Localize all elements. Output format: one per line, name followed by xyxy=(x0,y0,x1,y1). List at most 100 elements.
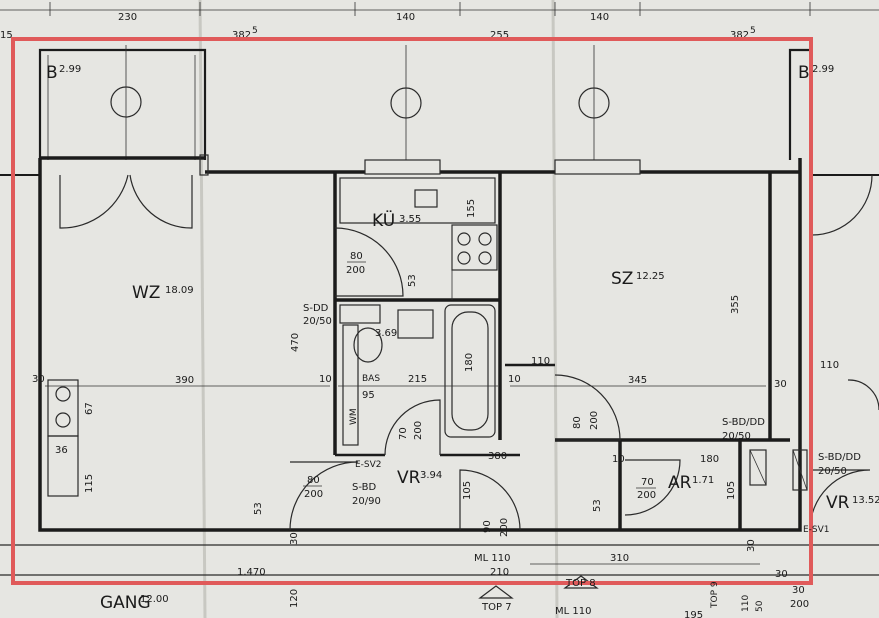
dim-470: 470 xyxy=(290,333,301,352)
dim-30a: 30 xyxy=(32,374,45,385)
door-entry-w: 80 xyxy=(307,475,320,486)
highlight-frame xyxy=(11,37,813,585)
door-vr-inner-w: 90 xyxy=(482,520,493,533)
room-labels: WZ 18.09 KÜ 3.55 SZ 12.25 BAS 3.69 VR 3.… xyxy=(100,209,879,613)
room-sz-area: 12.25 xyxy=(636,271,665,282)
dim-140b: 140 xyxy=(590,12,609,23)
label-top8: TOP 8 xyxy=(565,578,596,589)
room-vr-right-area: 13.52 xyxy=(852,495,879,506)
door-entry-type: S-BD xyxy=(352,482,376,493)
door-sz-h: 200 xyxy=(589,411,600,430)
dim-230: 230 xyxy=(118,12,137,23)
annotation-labels: S-DD 20/50 S-BD/DD 20/50 S-BD/DD 20/50 E… xyxy=(303,303,861,617)
bathroom-fixtures xyxy=(339,304,496,446)
dim-140: 140 xyxy=(396,12,415,23)
room-vr-right-label: VR xyxy=(826,493,850,513)
label-sbd-sz: S-BD/DD xyxy=(722,417,765,428)
balcony-left: B 2.99 xyxy=(38,45,207,160)
dim-110b: 110 xyxy=(820,360,839,371)
toilet-icon xyxy=(353,327,383,363)
wz-kitchenette xyxy=(47,379,79,497)
window xyxy=(364,159,441,175)
label-top7: TOP 7 xyxy=(481,602,512,613)
balcony-left-label: B xyxy=(46,63,58,83)
dim-345: 345 xyxy=(628,375,647,386)
door-swings xyxy=(289,227,879,531)
door-size-labels: 80 200 70 200 80 200 S-BD 20/90 90 200 8… xyxy=(303,251,656,537)
dim-115: 115 xyxy=(84,474,95,493)
dim-15: 15 xyxy=(0,30,13,41)
dim-195: 195 xyxy=(684,610,703,618)
door-wc-w: 70 xyxy=(398,427,409,440)
dim-180b: 180 xyxy=(700,454,719,465)
dim-53c: 53 xyxy=(592,499,603,512)
dim-10c: 10 xyxy=(612,454,625,465)
window xyxy=(554,159,641,175)
column xyxy=(199,154,209,176)
balcony-right-label: B xyxy=(798,63,810,83)
label-wm: WM xyxy=(349,408,359,425)
sink-icon xyxy=(414,189,438,208)
washbasin-icon xyxy=(397,309,434,339)
door-wc-h: 200 xyxy=(413,421,424,440)
bathtub-icon xyxy=(444,304,496,438)
dim-95: 95 xyxy=(362,390,375,401)
room-ar-area: 1.71 xyxy=(692,475,714,486)
dim-382-sup: 5 xyxy=(252,26,258,36)
label-esv1: E-SV1 xyxy=(803,525,830,535)
dim-30d: 30 xyxy=(775,569,788,580)
dim-30b: 30 xyxy=(774,379,787,390)
dim-30c: 30 xyxy=(289,532,300,545)
paper-fold xyxy=(551,0,559,618)
paper-fold xyxy=(198,0,207,618)
door-entry-h: 200 xyxy=(304,489,323,500)
room-sz-label: SZ xyxy=(611,269,633,289)
dim-53a: 53 xyxy=(407,274,418,287)
door-ku-w: 80 xyxy=(350,251,363,262)
dim-50: 50 xyxy=(755,600,765,612)
room-bad-label: BAS xyxy=(362,374,380,384)
door-ku-h: 200 xyxy=(346,265,365,276)
door-vr-inner-h: 200 xyxy=(499,518,510,537)
dim-1470: 1.470 xyxy=(237,567,266,578)
balcony-door-left xyxy=(59,174,193,229)
dim-120: 120 xyxy=(289,589,300,608)
room-wz-area: 18.09 xyxy=(165,285,194,296)
label-ml1: ML 110 xyxy=(474,553,510,564)
door-sz-w: 80 xyxy=(572,416,583,429)
top-dimension-chain: 15 230 382 5 140 255 140 382 5 xyxy=(0,2,879,41)
door-entry-size: 20/90 xyxy=(352,496,381,507)
dim-310: 310 xyxy=(610,553,629,564)
dim-10a: 10 xyxy=(319,374,332,385)
shaft-boxes xyxy=(749,449,808,491)
label-esv2: E-SV2 xyxy=(355,460,382,470)
door-ar-w: 70 xyxy=(641,477,654,488)
dim-355: 355 xyxy=(730,295,741,314)
dim-30e: 30 xyxy=(792,585,805,596)
dim-110c: 110 xyxy=(741,595,751,612)
door-ar-h: 200 xyxy=(637,490,656,501)
dim-105b: 105 xyxy=(726,481,737,500)
stove-icon xyxy=(451,224,498,271)
dim-255: 255 xyxy=(490,30,509,41)
dim-390: 390 xyxy=(175,375,194,386)
exterior-walls xyxy=(0,154,879,576)
balcony-left-area: 2.99 xyxy=(59,64,81,75)
dim-382: 382 xyxy=(232,30,251,41)
dim-30f: 30 xyxy=(746,539,757,552)
interior-walls xyxy=(333,172,790,530)
room-gang-label: GANG xyxy=(100,593,151,613)
balcony-right-area: 2.99 xyxy=(812,64,834,75)
dim-155: 155 xyxy=(466,199,477,218)
label-sbd-sz-size: 20/50 xyxy=(722,431,751,442)
label-sbd-right: S-BD/DD xyxy=(818,452,861,463)
dim-36: 36 xyxy=(55,445,68,456)
room-ku-area: 3.55 xyxy=(399,214,421,225)
dim-10b: 10 xyxy=(508,374,521,385)
dim-200: 200 xyxy=(790,599,809,610)
room-vr-label: VR xyxy=(397,468,421,488)
dim-380: 380 xyxy=(488,451,507,462)
room-ar-label: AR xyxy=(668,473,692,493)
dim-215: 215 xyxy=(408,374,427,385)
